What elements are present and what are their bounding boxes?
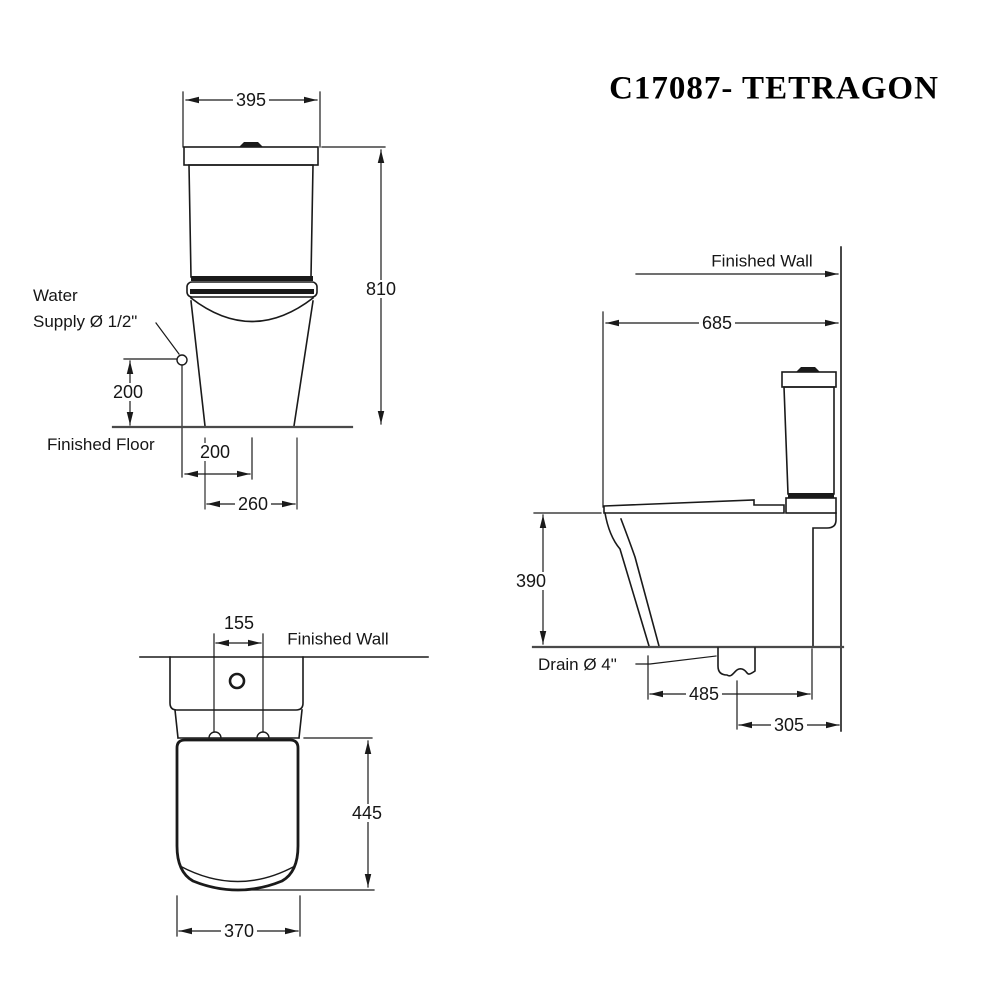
page-title: C17087- TETRAGON — [609, 70, 939, 107]
tank-body-side — [783, 386, 835, 495]
seat-bar-front — [190, 289, 314, 294]
dim-label-tank-width: 395 — [232, 91, 270, 109]
dim-label-base-depth: 485 — [685, 685, 723, 703]
flush-button-front — [239, 142, 263, 147]
dim-label-fixing-centres: 155 — [220, 614, 258, 632]
finished-wall-label-plan: Finished Wall — [287, 629, 389, 649]
seat-outline-plan — [175, 738, 300, 892]
seat-front — [186, 281, 318, 298]
water-supply-label: Water Supply Ø 1/2" — [33, 283, 137, 335]
bowl-front-inner — [619, 517, 660, 647]
dim-ext-485 — [647, 648, 813, 700]
dim-label-drain-to-wall: 305 — [770, 716, 808, 734]
bowl-back-side — [812, 512, 837, 647]
drain-label: Drain Ø 4" — [538, 655, 617, 674]
water-supply-label-line2: Supply Ø 1/2" — [33, 312, 138, 331]
dim-label-total-height: 810 — [362, 280, 400, 298]
bowl-back-plan — [174, 709, 303, 739]
lid-front-curve-plan — [179, 865, 296, 883]
bowl-taper-front — [190, 300, 314, 427]
flush-button-side — [796, 367, 820, 372]
fixing-holes — [208, 731, 270, 739]
dim-label-base-width: 260 — [234, 495, 272, 513]
dim-ext-370 — [176, 895, 301, 937]
bowl-rim-curve-front — [189, 296, 315, 323]
seat-side — [603, 499, 785, 514]
tank-body-front — [188, 164, 314, 278]
drain-pipe — [717, 647, 756, 677]
tank-lid-side — [781, 371, 837, 388]
dim-ext-lines-395 — [182, 91, 321, 148]
finished-wall-label-side: Finished Wall — [711, 251, 813, 271]
drain-leader — [635, 655, 717, 665]
bowl-front-outer — [604, 512, 650, 647]
dim-label-seat-depth: 445 — [348, 804, 386, 822]
tank-base-band-front — [191, 276, 313, 281]
water-supply-leader — [155, 322, 180, 355]
water-supply-label-line1: Water — [33, 286, 78, 305]
dim-ext-445 — [239, 737, 375, 891]
tank-plan — [169, 656, 304, 711]
tank-base-band-side — [788, 493, 834, 498]
dim-label-supply-height: 200 — [109, 383, 147, 401]
tank-lid-front — [183, 146, 319, 166]
water-supply-point — [176, 354, 188, 366]
dim-label-total-depth: 685 — [698, 314, 736, 332]
dim-label-bowl-height: 390 — [512, 572, 550, 590]
finished-floor-label: Finished Floor — [47, 435, 155, 454]
plan-view-drawing — [139, 633, 429, 937]
dim-ext-155 — [213, 633, 264, 733]
dim-label-supply-offset: 200 — [196, 443, 234, 461]
dim-label-seat-width: 370 — [220, 922, 258, 940]
tank-lower-side — [785, 497, 837, 514]
flush-button-plan — [228, 672, 246, 690]
